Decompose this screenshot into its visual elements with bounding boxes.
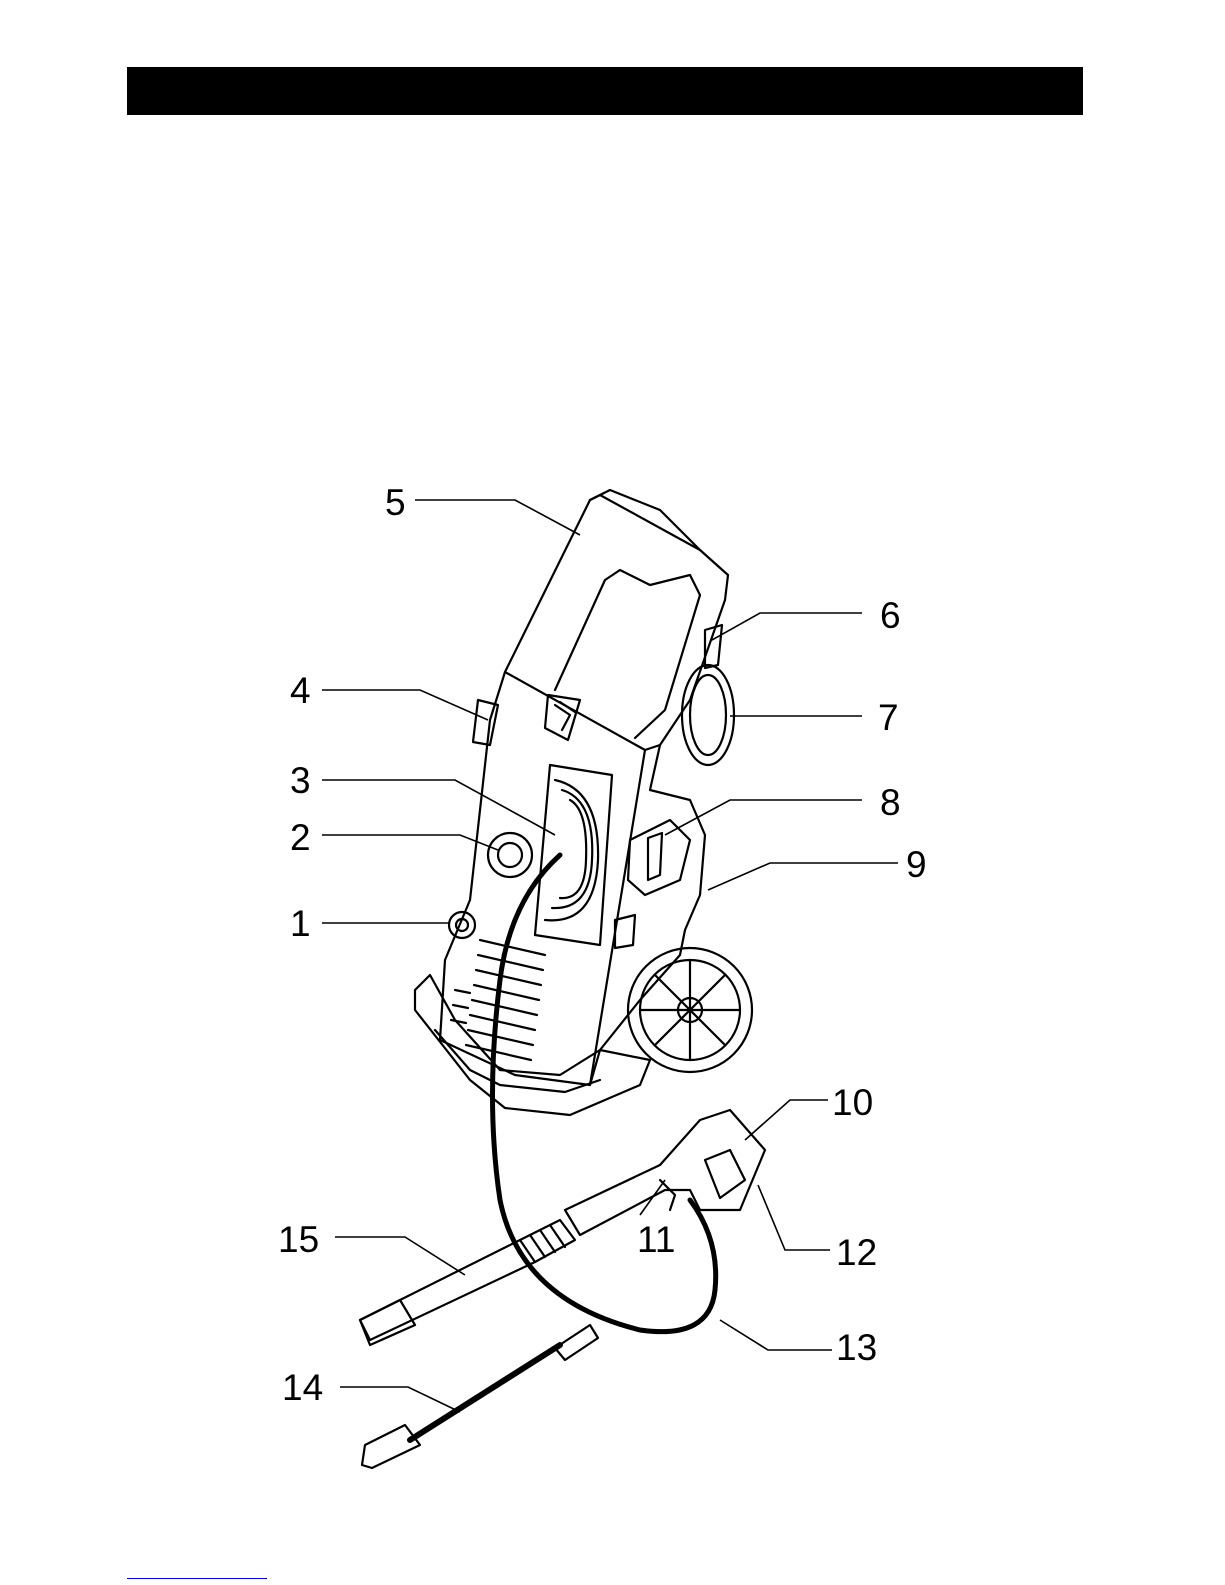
callout-leaders xyxy=(322,500,898,1412)
callout-label-6: 6 xyxy=(880,595,901,636)
leader-4 xyxy=(322,690,488,720)
spray-gun-trigger-guard xyxy=(705,1150,745,1198)
main-switch xyxy=(488,833,532,877)
leader-9 xyxy=(708,863,898,890)
leader-3 xyxy=(322,780,555,835)
callout-label-8: 8 xyxy=(880,782,901,823)
leader-15 xyxy=(335,1237,465,1275)
variable-lance-ribs xyxy=(520,1225,565,1262)
dirt-blaster-lance xyxy=(410,1345,560,1440)
callout-label-7: 7 xyxy=(878,697,899,738)
callout-label-13: 13 xyxy=(836,1327,877,1368)
leader-8 xyxy=(665,800,862,835)
water-inlet xyxy=(449,912,475,938)
pressure-washer-illustration xyxy=(360,490,765,1468)
hose-reel-window xyxy=(535,765,612,945)
spray-gun-body xyxy=(565,1110,765,1235)
handle-frame-outer xyxy=(505,490,728,745)
leader-10 xyxy=(745,1100,828,1140)
accessory-holder xyxy=(628,820,690,895)
callout-label-10: 10 xyxy=(832,1082,873,1123)
cable-hook-lower xyxy=(615,915,635,948)
wheel-spokes xyxy=(640,960,740,1060)
leader-5 xyxy=(415,500,580,535)
callout-label-1: 1 xyxy=(290,903,311,944)
leader-11 xyxy=(640,1180,665,1215)
callout-labels: 1 2 3 4 5 6 7 8 9 10 11 12 13 14 15 xyxy=(278,482,927,1408)
leader-14 xyxy=(340,1387,460,1412)
callout-label-11: 11 xyxy=(637,1219,675,1260)
callout-label-9: 9 xyxy=(906,844,927,885)
callout-label-2: 2 xyxy=(290,817,311,858)
dirt-blaster-coupling xyxy=(555,1325,598,1360)
main-body-side xyxy=(590,745,705,1085)
callout-label-3: 3 xyxy=(290,760,311,801)
leader-12 xyxy=(758,1185,830,1250)
footer-link-underline[interactable] xyxy=(127,1578,267,1579)
callout-label-4: 4 xyxy=(290,670,311,711)
main-body-front xyxy=(440,672,645,1085)
dirt-blaster-nozzle xyxy=(362,1425,420,1468)
leader-13 xyxy=(720,1320,832,1350)
callout-label-14: 14 xyxy=(282,1367,323,1408)
accessory-holder-slot xyxy=(648,833,662,880)
callout-label-12: 12 xyxy=(836,1232,877,1273)
main-switch-inner xyxy=(498,843,522,867)
callout-label-15: 15 xyxy=(278,1219,319,1260)
high-pressure-hose xyxy=(493,855,716,1332)
hose-reel-coil-3 xyxy=(560,800,586,898)
leader-2 xyxy=(322,835,498,850)
callout-label-5: 5 xyxy=(385,482,406,523)
power-cable-coil-inner xyxy=(690,675,726,755)
leader-6 xyxy=(712,613,862,640)
logo-plate xyxy=(545,695,580,740)
